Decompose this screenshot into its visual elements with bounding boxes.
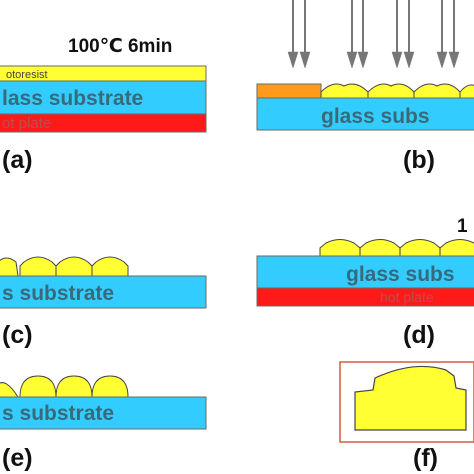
panel-a: 100℃ 6min otoresist lass substrate ot pl…	[0, 36, 207, 174]
exposure-arrow	[287, 0, 299, 69]
hot-plate	[0, 113, 207, 133]
resist-column	[19, 256, 57, 277]
resist-column	[91, 256, 129, 277]
glass-substrate-label: glass subs	[321, 105, 430, 128]
resist-column	[319, 239, 361, 257]
microlens	[0, 382, 19, 398]
panel-d-label: (d)	[403, 321, 435, 349]
glass-substrate-label: lass substrate	[2, 87, 143, 110]
panel-c: s substrate (c)	[0, 256, 207, 349]
exposure-arrow	[403, 0, 415, 69]
panel-a-label: (a)	[2, 146, 33, 174]
hot-plate	[256, 287, 474, 307]
resist-column	[359, 239, 401, 257]
resist-column	[0, 257, 19, 277]
microlens	[55, 375, 93, 398]
panel-e: s substrate (e)	[0, 375, 207, 472]
glass-substrate-label: s substrate	[2, 402, 114, 425]
resist-island	[320, 83, 369, 99]
microlenses	[0, 375, 129, 398]
glass-substrate	[0, 275, 207, 309]
glass-substrate	[0, 80, 207, 115]
resist-columns	[0, 256, 129, 277]
resist-islands	[320, 83, 474, 99]
exposure-arrow	[357, 0, 369, 69]
panel-f: (f)	[339, 361, 474, 472]
microlens	[91, 375, 129, 398]
reflowed-lens-profile	[354, 365, 467, 431]
panel-d: 1 glass subs hot plate (d)	[256, 216, 474, 349]
hot-plate-label: ot plate	[2, 115, 51, 132]
exposure-arrow	[436, 0, 448, 69]
hot-plate-label: hot plate	[380, 289, 434, 305]
photoresist-label: otoresist	[6, 69, 48, 81]
resist-column	[55, 256, 93, 277]
panel-c-label: (c)	[2, 321, 33, 349]
exposed-photoresist	[256, 83, 322, 99]
panel-b: glass subs (b)	[256, 0, 474, 174]
panel-e-label: (e)	[2, 444, 33, 472]
resist-island	[367, 83, 415, 99]
glass-substrate-label: s substrate	[2, 282, 114, 305]
glass-substrate-label: glass subs	[346, 263, 455, 286]
resist-island	[413, 83, 461, 99]
exposure-arrow	[346, 0, 358, 69]
glass-substrate	[256, 97, 474, 131]
exposure-arrow	[299, 0, 311, 69]
resist-columns	[319, 239, 474, 257]
exposure-arrow	[391, 0, 403, 69]
glass-substrate	[0, 396, 207, 430]
uv-exposure-arrows	[287, 0, 460, 69]
resist-column	[399, 239, 441, 257]
panel-d-condition: 1	[457, 216, 468, 237]
panel-f-label: (f)	[413, 444, 438, 472]
resist-column	[439, 239, 474, 257]
microlens	[19, 375, 57, 398]
panel-b-label: (b)	[403, 146, 435, 174]
resist-island	[459, 84, 474, 99]
exposure-arrow	[448, 0, 460, 69]
glass-substrate	[256, 255, 474, 289]
panel-a-condition: 100℃ 6min	[68, 36, 172, 57]
